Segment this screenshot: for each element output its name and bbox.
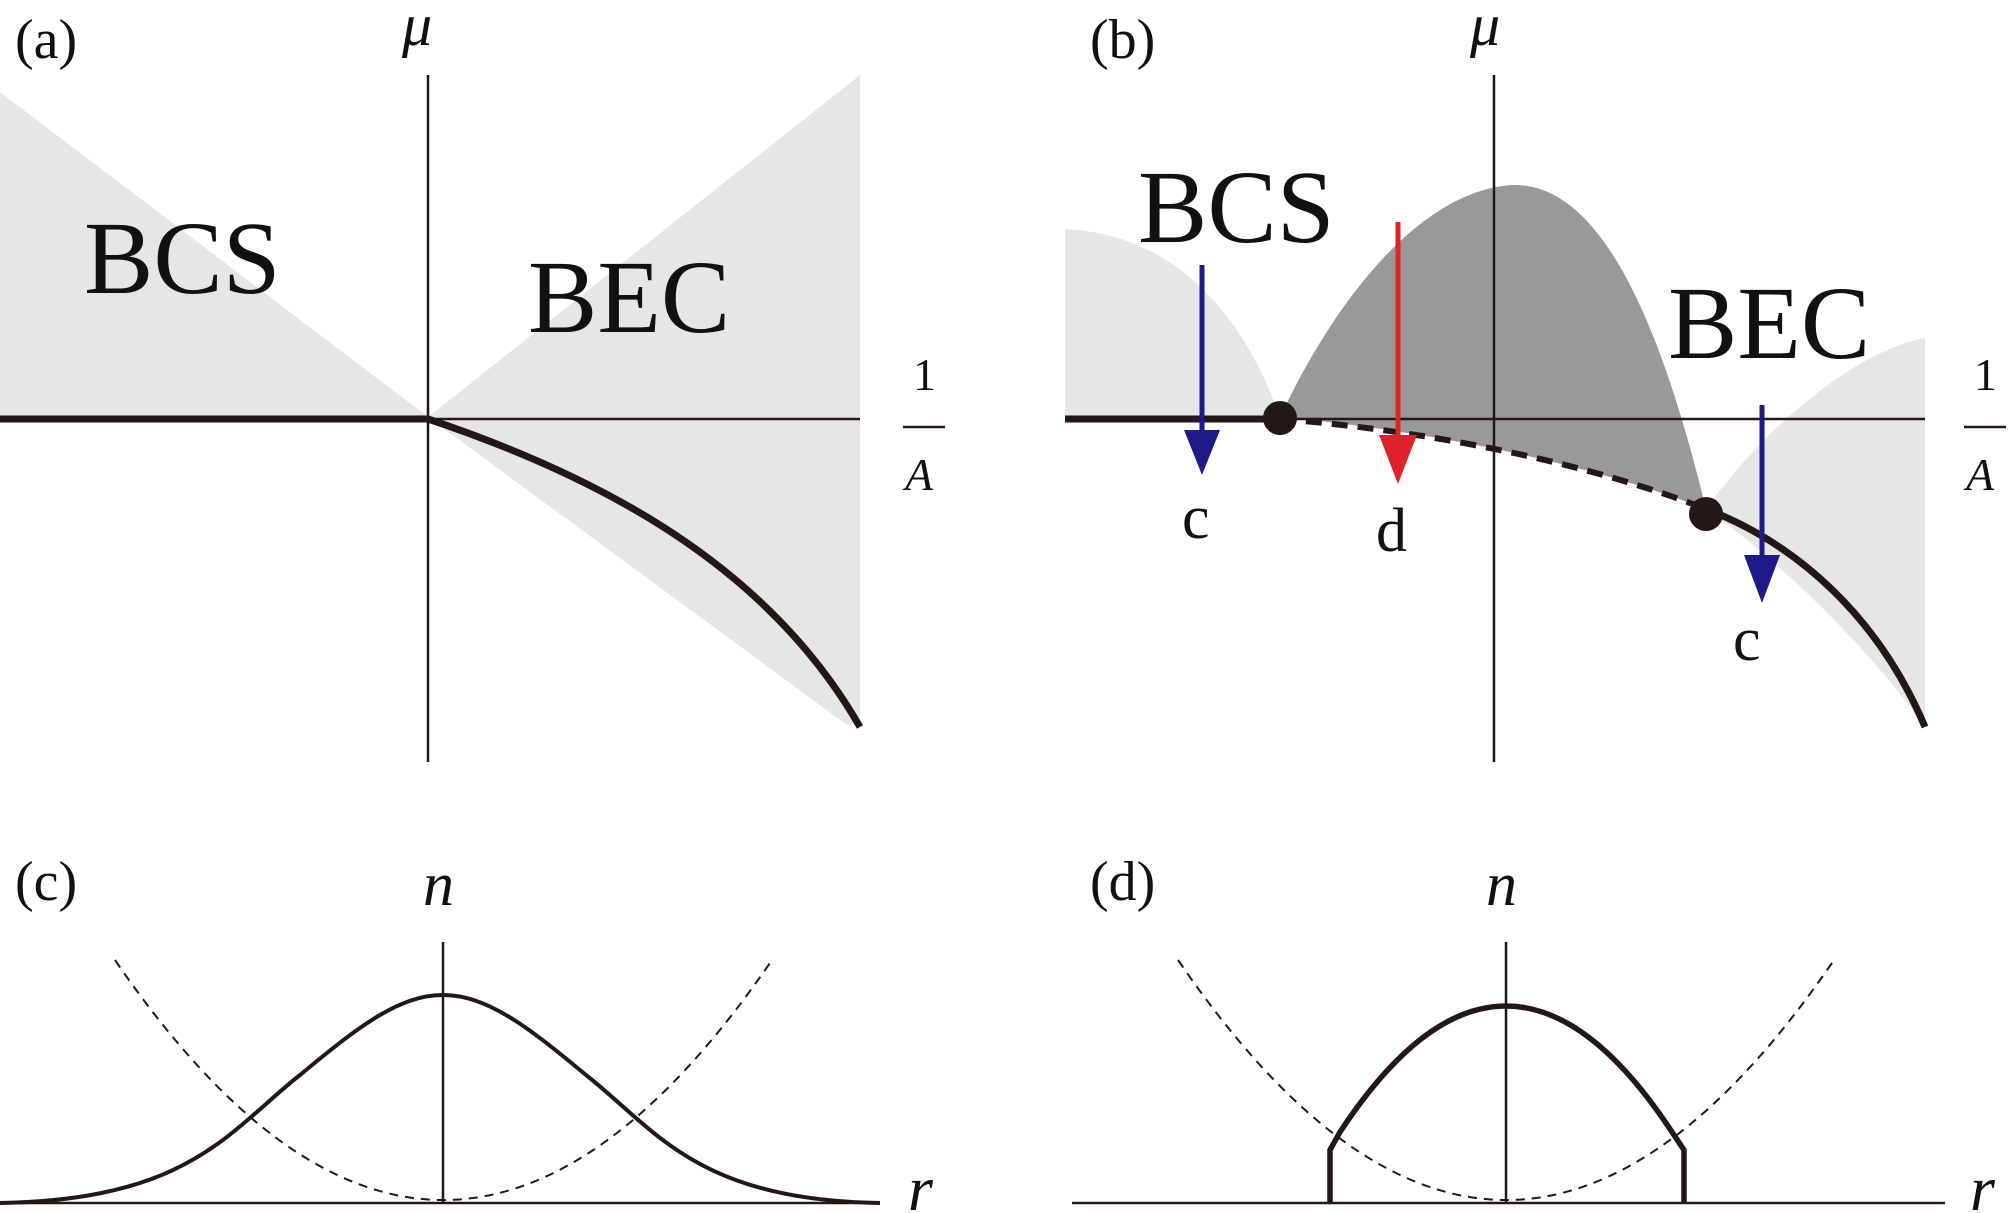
panel-d-n-label: n [1486,851,1517,919]
panel-a-mu-label: μ [401,0,432,58]
critical-point-right [1689,497,1723,531]
panel-a-label: (a) [15,9,77,71]
panel-a: (a) μ BCS BEC 1 A [0,0,945,762]
panel-d: (d) n r [1072,851,1996,1213]
arrow-c-right-head [1744,555,1780,603]
panel-d-label: (d) [1090,851,1155,913]
arrow-c-right-label: c [1733,606,1761,674]
bec-shaded-region [428,75,860,725]
panel-b-axis-numerator: 1 [1974,349,1997,400]
panel-a-bcs-label: BCS [84,201,281,316]
panel-b-axis-denominator: A [1963,449,1995,500]
arrow-d-head [1379,435,1417,484]
panel-b-label: (b) [1090,9,1155,71]
panel-c: (c) n r [0,851,934,1213]
panel-a-bec-label: BEC [528,240,730,355]
arrow-c-left-head [1184,430,1220,475]
critical-point-left [1263,401,1297,435]
panel-c-r-label: r [908,1153,934,1213]
panel-b: (b) μ BCS BEC c d c 1 A [1065,0,2006,762]
panel-b-bec-label: BEC [1668,266,1870,381]
bec-boundary-curve [426,415,864,729]
panel-c-n-label: n [423,851,454,919]
trap-potential-curve [1177,959,1835,1201]
density-profile-curve [1327,1003,1687,1203]
arrow-c-left-label: c [1182,484,1210,552]
panel-c-label: (c) [15,851,77,913]
panel-a-axis-numerator: 1 [913,349,936,400]
dashed-metastable-curve [1279,416,1708,512]
density-profile-curve [0,992,881,1205]
arrow-d-label: d [1376,497,1407,565]
panel-a-axis-denominator: A [902,449,934,500]
panel-d-r-label: r [1970,1153,1996,1213]
bcs-shaded-region [0,92,428,417]
trap-potential-curve [114,959,773,1201]
panel-b-mu-label: μ [1469,0,1500,58]
bec-boundary-curve [1704,505,1929,729]
panel-b-bcs-label: BCS [1138,150,1335,265]
bcs-superfluid-region [1065,229,1280,417]
